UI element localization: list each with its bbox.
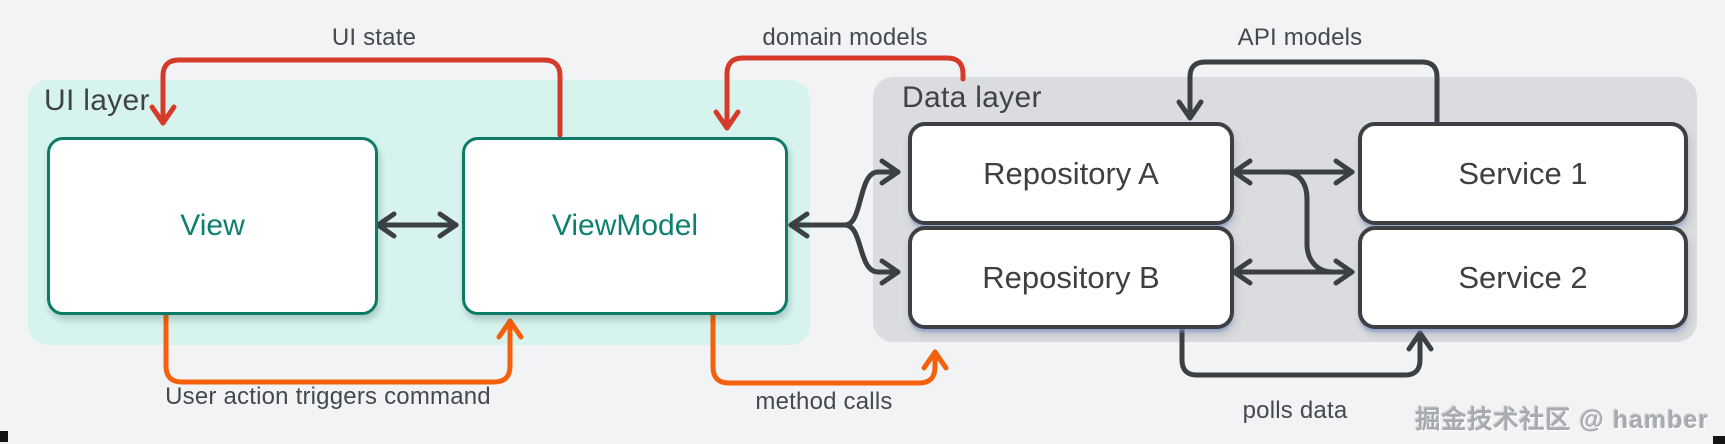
view-box: View bbox=[47, 137, 378, 315]
service-1-label: Service 1 bbox=[1458, 155, 1588, 191]
service-2-label: Service 2 bbox=[1458, 259, 1588, 295]
ui-state-label: UI state bbox=[331, 24, 417, 51]
view-box-label: View bbox=[180, 209, 245, 242]
data-layer-title: Data layer bbox=[902, 81, 1042, 114]
user-action-label: User action triggers command bbox=[165, 383, 491, 410]
api-models-label: API models bbox=[1237, 24, 1363, 51]
repository-b-box: Repository B bbox=[908, 226, 1234, 329]
service-2-box: Service 2 bbox=[1358, 226, 1688, 329]
bottom-right-mark bbox=[1713, 436, 1725, 444]
service-1-box: Service 1 bbox=[1358, 122, 1688, 225]
repository-b-label: Repository B bbox=[982, 259, 1160, 295]
ui-layer-title: UI layer bbox=[44, 84, 150, 117]
domain-models-label: domain models bbox=[762, 24, 928, 51]
repository-a-label: Repository A bbox=[983, 155, 1159, 191]
watermark: 掘金技术社区 @ hamber bbox=[1415, 406, 1709, 434]
method-calls-label: method calls bbox=[755, 388, 893, 415]
viewmodel-box: ViewModel bbox=[462, 137, 788, 315]
bottom-left-mark bbox=[0, 431, 8, 442]
viewmodel-box-label: ViewModel bbox=[551, 209, 699, 242]
repository-a-box: Repository A bbox=[908, 122, 1234, 225]
polls-data-label: polls data bbox=[1242, 397, 1348, 424]
